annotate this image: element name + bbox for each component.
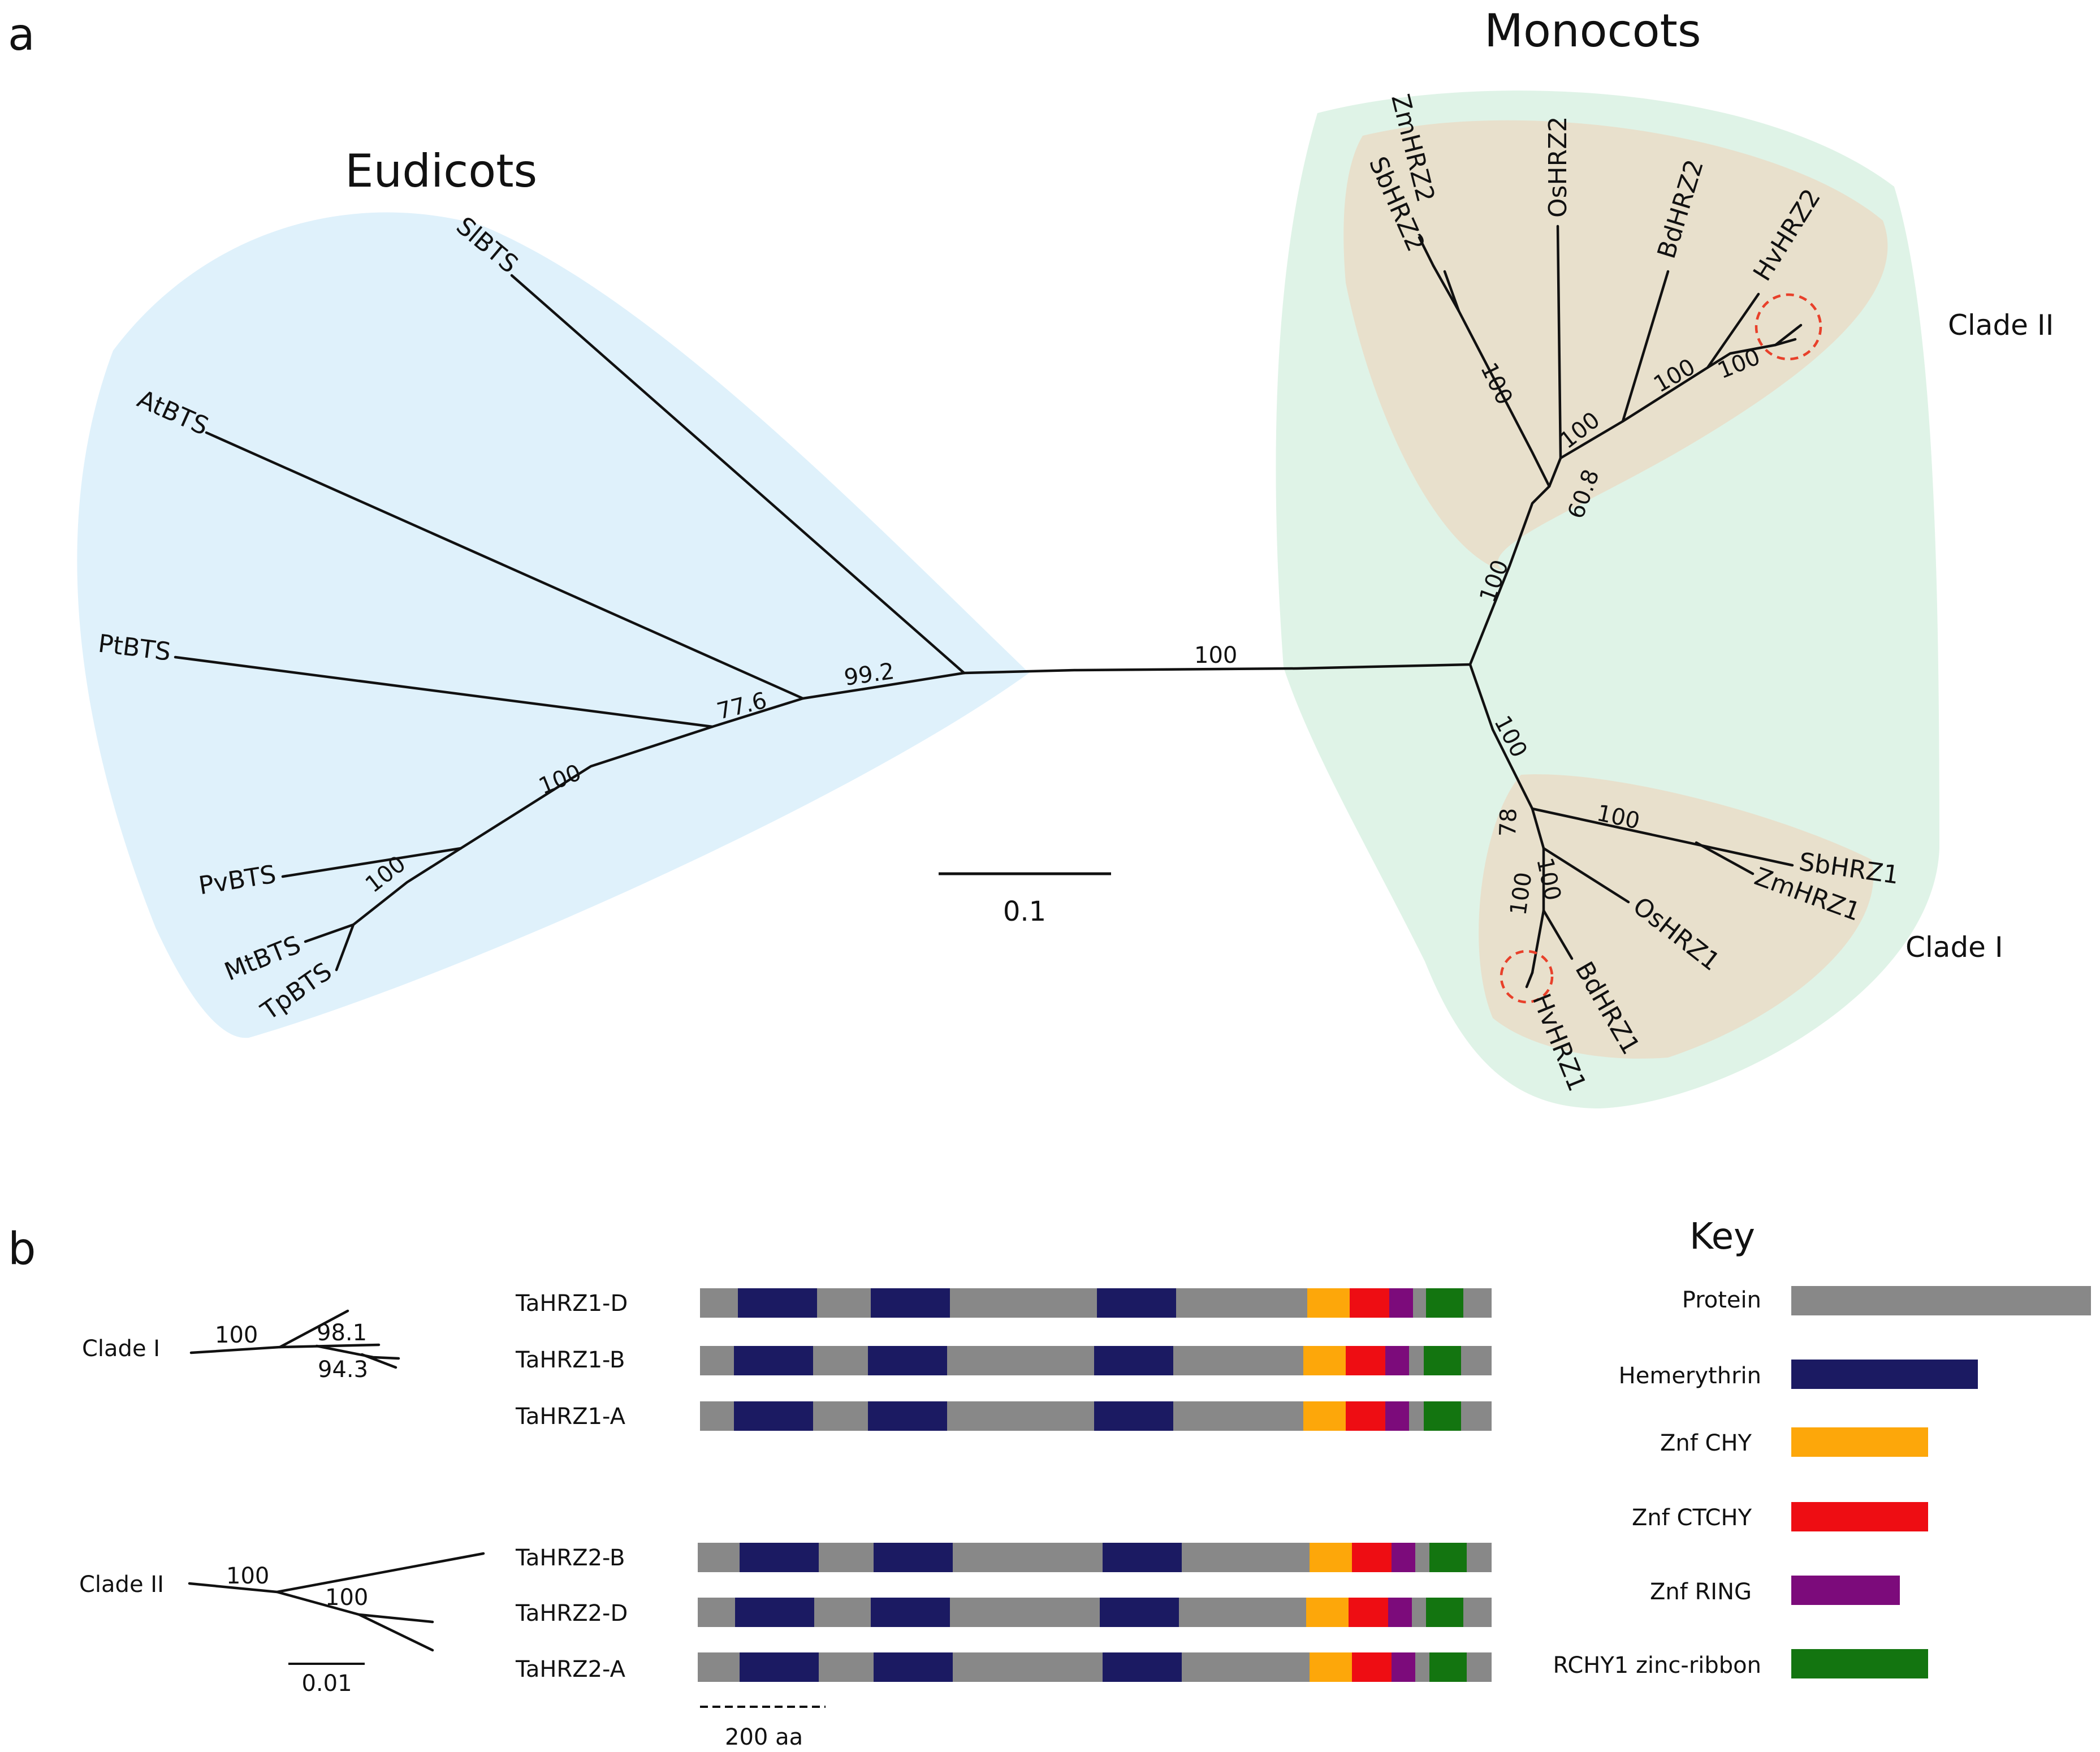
key-swatch-znf-ctchy [1791,1502,1928,1531]
key-swatch-rchy1 [1791,1649,1928,1678]
gene-label-tahrz1-b: TaHRZ1-B [515,1347,625,1373]
protein-tahrz2-d [698,1598,1492,1627]
clade1-label: Clade I [1905,931,2003,964]
mini-clade1-boot-981: 98.1 [317,1320,367,1346]
mini-tree-clade1 [189,1309,400,1369]
mini-tree-clade2 [188,1552,485,1652]
mini-scale-label: 0.01 [301,1671,352,1697]
panel-a-label: a [8,10,35,61]
gene-label-tahrz2-b: TaHRZ2-B [515,1545,625,1571]
gene-label-tahrz2-a: TaHRZ2-A [515,1656,626,1682]
gene-label-tahrz2-d: TaHRZ2-D [515,1600,628,1626]
scale-bar-label: 0.1 [1003,896,1046,927]
key-label-znf-chy: Znf CHY [1660,1430,1752,1456]
key-label-znf-ctchy: Znf CTCHY [1632,1505,1752,1531]
protein-tahrz1-a [700,1401,1492,1431]
hvhrz1-highlight-circle [1500,950,1554,1004]
key-label-rchy1: RCHY1 zinc-ribbon [1553,1652,1761,1678]
gene-label-tahrz1-d: TaHRZ1-D [515,1291,628,1317]
mini-clade1-boot-943: 94.3 [318,1357,368,1383]
key-swatch-hemerythrin [1791,1360,1978,1389]
key-label-protein: Protein [1682,1287,1761,1313]
mini-clade2-boot-a: 100 [226,1563,269,1589]
mini-clade2-label: Clade II [79,1572,164,1598]
key-swatch-znf-chy [1791,1427,1928,1457]
tree-branches [174,225,1803,989]
eudicots-label: Eudicots [345,145,537,197]
key-title: Key [1689,1216,1755,1258]
key-swatch-znf-ring [1791,1576,1900,1605]
protein-tahrz2-a [698,1652,1492,1682]
aa-scale-label: 200 aa [725,1724,803,1750]
clade2-label: Clade II [1948,309,2054,342]
mini-clade2-boot-b: 100 [325,1585,368,1611]
clade2-region [1343,120,1888,572]
panel-b-label: b [8,1224,36,1275]
monocots-label: Monocots [1484,5,1701,57]
clade1-region [1479,774,1874,1059]
protein-tahrz1-b [700,1346,1492,1375]
leaf-oshrz2: OsHRZ2 [1544,116,1572,218]
protein-tahrz2-b [698,1543,1492,1572]
eudicot-region [77,212,1029,1038]
key-swatch-protein [1791,1286,2091,1315]
bootstrap-hv1: 100 [1505,870,1537,917]
bootstrap-78: 78 [1495,808,1522,837]
key-label-znf-ring: Znf RING [1650,1579,1752,1605]
key-label-hemerythrin: Hemerythrin [1619,1363,1761,1389]
bootstrap-root: 100 [1194,642,1237,668]
mini-clade1-boot-100: 100 [215,1322,258,1348]
gene-label-tahrz1-a: TaHRZ1-A [515,1404,626,1430]
mini-clade1-label: Clade I [82,1336,160,1362]
hvhrz2-highlight-circle [1755,293,1822,361]
protein-tahrz1-d [700,1288,1492,1318]
